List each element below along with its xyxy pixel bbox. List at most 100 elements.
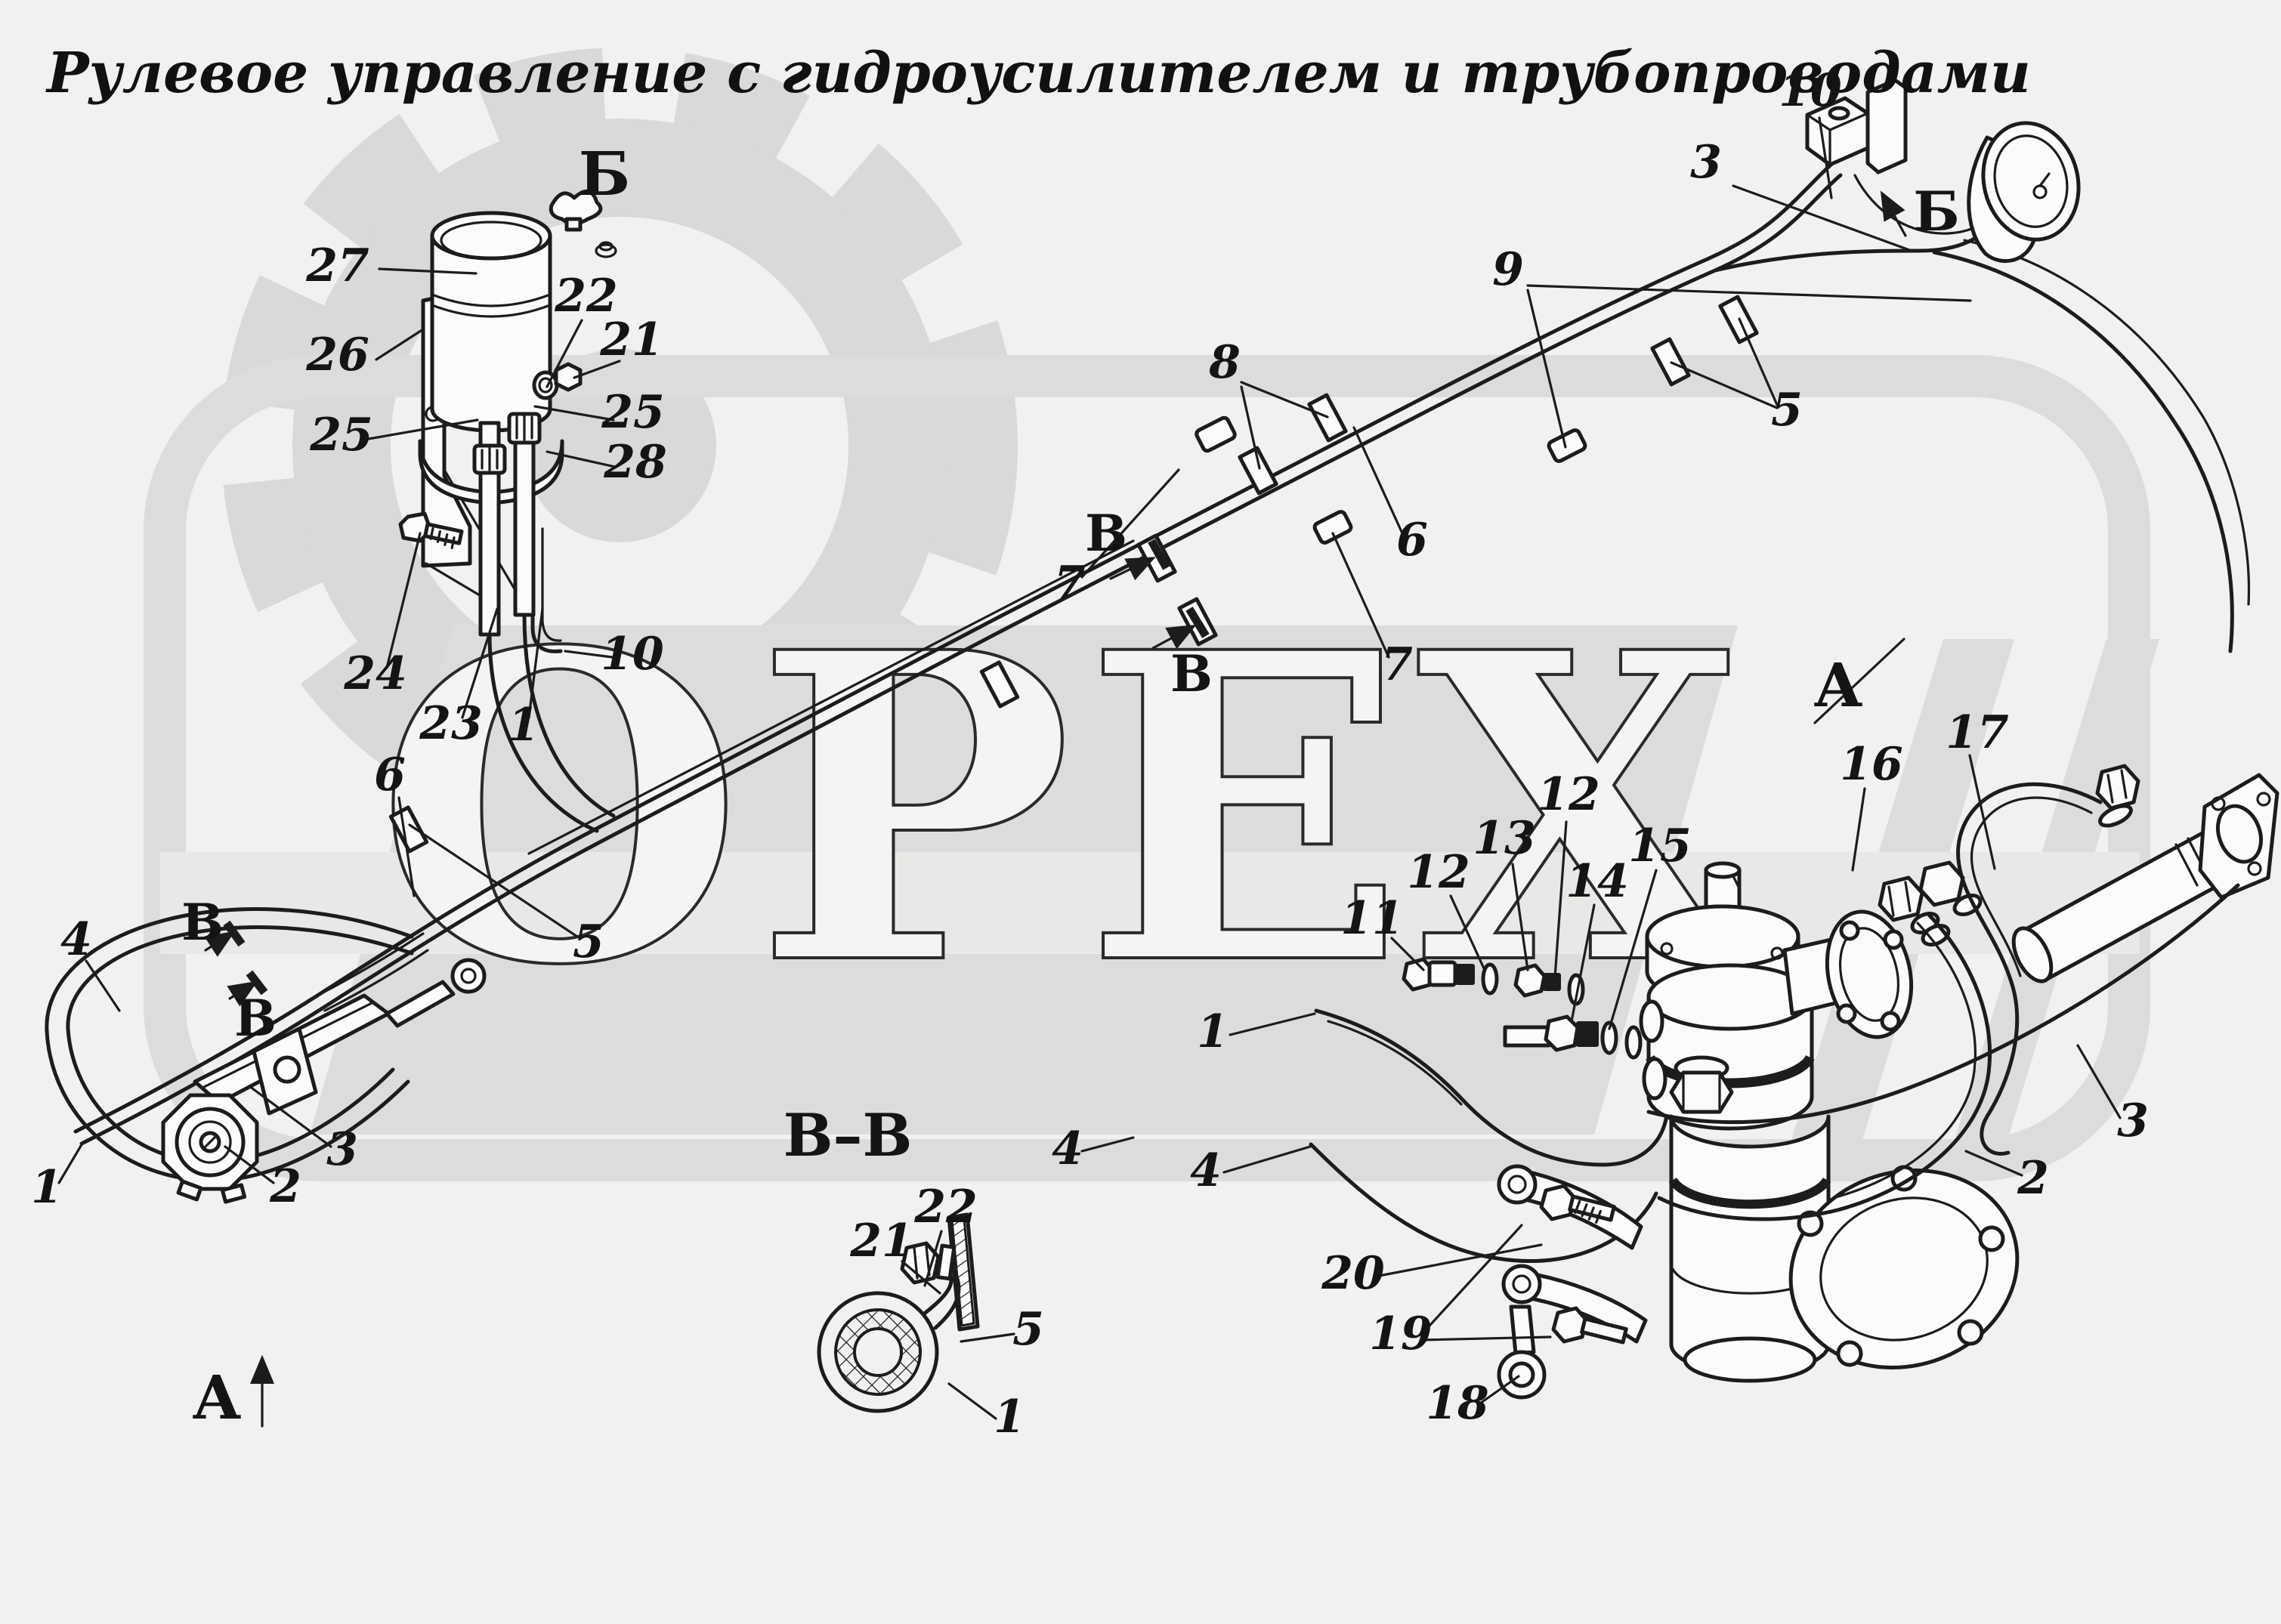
leader-line-8 [1240,381,1329,418]
part-number-22: 22 [554,270,618,323]
part-number-24: 24 [343,647,407,700]
part-number-3: 3 [1690,136,1722,189]
leader-line-28 [546,450,617,468]
leader-line-22 [546,319,583,388]
leader-line-1 [1229,1012,1316,1036]
leader-line-6 [1352,426,1404,535]
leader-line-4 [85,959,121,1012]
leader-line-22 [923,1230,943,1287]
part-number-1: 1 [31,1161,63,1214]
part-number-8: 8 [1208,336,1241,389]
view-label-В–В: В–В [784,1101,913,1170]
part-number-5: 5 [1771,384,1803,437]
part-number-12: 12 [1537,768,1600,821]
part-number-22: 22 [913,1181,978,1233]
part-number-7: 7 [1054,557,1086,610]
power-cylinder-assembly [45,907,487,1204]
leader-line-5 [1738,317,1779,406]
leader-line-3 [2076,1044,2122,1119]
part-number-10: 10 [601,628,664,681]
section-b-b-detail [817,1212,980,1413]
leader-line-7 [1080,468,1180,579]
part-number-4: 4 [1190,1144,1222,1197]
leader-line-3 [1732,184,1913,252]
view-direction-arrow [1880,190,1907,237]
leader-line-5 [960,1332,1015,1343]
leader-line-4 [1080,1136,1135,1153]
leader-line-12 [1449,894,1485,970]
part-number-14: 14 [1565,855,1629,908]
leader-line-10 [564,650,614,659]
leader-line-21 [901,1260,941,1295]
leader-lines [57,116,2122,1428]
part-number-20: 20 [1321,1247,1385,1300]
view-direction-arrow [1151,624,1197,650]
view-direction-arrow [204,931,236,957]
part-number-2: 2 [2017,1152,2049,1205]
leader-line-4 [1222,1145,1312,1174]
part-number-5: 5 [1012,1303,1044,1356]
leader-line-2 [224,1145,275,1184]
leader-line-9 [1526,284,1972,302]
leader-line-5 [1670,361,1779,409]
leader-line-1 [57,1141,85,1184]
part-number-12: 12 [1407,846,1470,899]
page-title: Рулевое управление с гидроусилителем и т… [45,41,2031,106]
part-number-9: 9 [1492,243,1524,296]
leader-line-15 [1608,869,1658,1030]
leader-line-19 [1420,1335,1552,1341]
leader-line-1 [527,607,544,719]
leader-line-5 [408,823,579,938]
part-number-19: 19 [1369,1308,1433,1360]
leader-line-27 [378,267,478,275]
section-cut-mark [1185,607,1210,638]
part-number-1: 1 [508,699,539,752]
leader-line-13 [1511,863,1529,971]
part-number-10: 10 [1779,64,1842,117]
view-label-В: В [234,989,277,1048]
view-direction-arrow [1109,557,1156,581]
section-cut-mark [246,970,268,996]
part-number-27: 27 [305,239,369,292]
part-number-6: 6 [374,749,406,801]
steering-gear-assembly [1309,764,2279,1400]
leader-line-25 [363,418,479,441]
part-number-23: 23 [419,697,483,750]
view-label-А: А [192,1362,241,1433]
part-number-1: 1 [994,1391,1025,1443]
leader-line-17 [1968,754,1996,870]
part-number-26: 26 [305,329,369,381]
part-number-2: 2 [269,1160,301,1213]
part-number-3: 3 [326,1123,358,1176]
leader-line-23 [461,607,499,719]
part-number-16: 16 [1840,738,1903,791]
leader-line-7 [1331,532,1390,659]
leader-line-16 [1851,787,1866,872]
part-number-21: 21 [849,1215,913,1267]
section-cut-mark [223,920,246,947]
leader-line-10 [1818,116,1833,199]
view-label-А: А [1813,650,1862,721]
leader-line-8 [1240,385,1261,470]
leader-line-26 [375,328,425,361]
part-number-15: 15 [1628,820,1692,872]
view-label-В: В [1170,644,1213,703]
part-number-28: 28 [603,436,667,489]
reservoir-assembly [398,189,617,833]
view-direction-arrow [227,980,258,1007]
part-number-7: 7 [1381,638,1413,691]
opex-watermark: ОРЕХ [144,48,2159,1181]
part-number-13: 13 [1473,812,1536,865]
leader-line-9 [1526,289,1567,449]
leader-line-20 [1374,1243,1543,1278]
leader-line-19 [1420,1224,1523,1335]
view-label-В: В [181,893,224,952]
part-number-21: 21 [599,313,663,366]
part-number-1: 1 [1197,1005,1229,1058]
leader-line-14 [1570,903,1596,1023]
part-number-25: 25 [309,409,373,462]
pipe-end-fittings [1805,78,2081,264]
section-cut-mark [1148,539,1170,570]
leader-line-12 [1553,820,1568,979]
